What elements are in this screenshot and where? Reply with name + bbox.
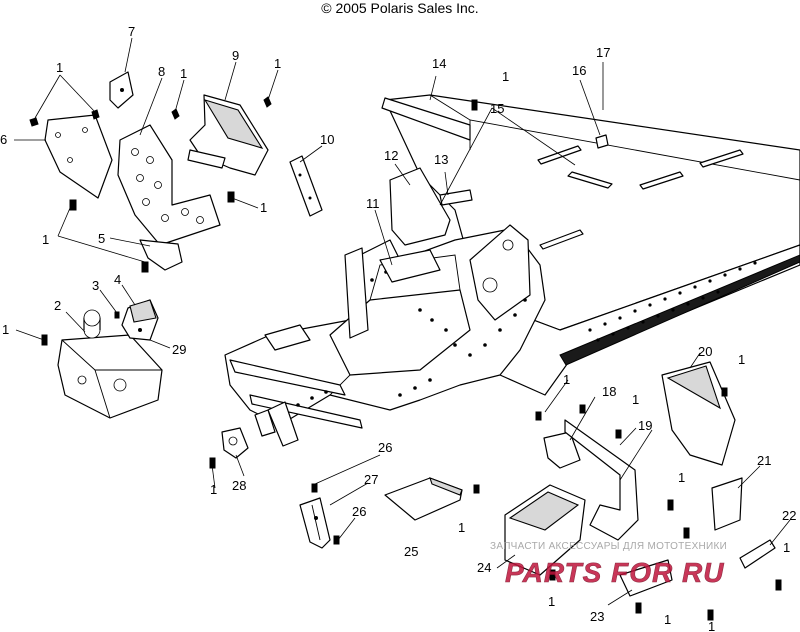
part-27-bracket [299, 497, 331, 549]
callout-11: 11 [366, 196, 380, 211]
callout-15: 15 [490, 101, 504, 116]
callout-25: 25 [404, 544, 418, 559]
part-8-bracket [117, 124, 221, 246]
callout-17: 17 [596, 45, 610, 60]
part-20-guard [661, 361, 736, 466]
part-7-clip [109, 71, 134, 109]
callout-1: 1 [180, 66, 187, 81]
watermark-logo: PARTS FOR RU [505, 557, 724, 588]
part-2-housing [57, 309, 163, 419]
part-9-bracket [187, 94, 269, 176]
part-16-pad [595, 134, 609, 149]
callout-20: 20 [698, 344, 712, 359]
callout-2: 2 [54, 298, 61, 313]
part-14-rail [381, 97, 471, 141]
callout-26: 26 [352, 504, 366, 519]
callout-26: 26 [378, 440, 392, 455]
callout-10: 10 [320, 132, 334, 147]
callout-1: 1 [563, 372, 570, 387]
callout-1: 1 [678, 470, 685, 485]
part-23-bracket [619, 559, 673, 597]
callout-6: 6 [0, 132, 7, 147]
callout-23: 23 [590, 609, 604, 624]
callout-1: 1 [632, 392, 639, 407]
callout-1: 1 [548, 594, 555, 609]
callout-1: 1 [458, 520, 465, 535]
callout-13: 13 [434, 152, 448, 167]
callout-3: 3 [92, 278, 99, 293]
callout-1: 1 [56, 60, 63, 75]
part-28-clip [221, 427, 249, 459]
callout-21: 21 [757, 453, 771, 468]
callout-4: 4 [114, 272, 121, 287]
callout-18: 18 [602, 384, 616, 399]
callout-22: 22 [782, 508, 796, 523]
callout-1: 1 [210, 482, 217, 497]
callout-1: 1 [274, 56, 281, 71]
callout-1: 1 [260, 200, 267, 215]
callout-1: 1 [738, 352, 745, 367]
part-5-bracket [139, 239, 183, 271]
callout-1: 1 [502, 69, 509, 84]
callout-29: 29 [172, 342, 186, 357]
callout-28: 28 [232, 478, 246, 493]
callout-7: 7 [128, 24, 135, 39]
fasteners [29, 96, 782, 621]
callout-12: 12 [384, 148, 398, 163]
callout-labels: 1 6 7 8 1 9 1 10 1 1 5 3 4 2 1 29 14 1 1… [0, 24, 796, 632]
watermark: ЗАПЧАСТИ АКСЕССУАРЫ ДЛЯ МОТОТЕХНИКИ PART… [490, 541, 727, 588]
callout-14: 14 [432, 56, 446, 71]
chassis-frame [224, 94, 800, 447]
callout-1: 1 [783, 540, 790, 555]
callout-8: 8 [158, 64, 165, 79]
callout-16: 16 [572, 63, 586, 78]
part-22-strap [739, 539, 776, 569]
callout-5: 5 [98, 231, 105, 246]
part-21-plate [711, 477, 743, 531]
callout-1: 1 [708, 619, 715, 632]
callout-9: 9 [232, 48, 239, 63]
callout-27: 27 [364, 472, 378, 487]
copyright-text: © 2005 Polaris Sales Inc. [321, 0, 479, 16]
part-25-plate [384, 477, 463, 521]
part-19-bracket [564, 419, 639, 541]
watermark-tagline: ЗАПЧАСТИ АКСЕССУАРЫ ДЛЯ МОТОТЕХНИКИ [490, 541, 727, 552]
callout-19: 19 [638, 418, 652, 433]
leader-lines [14, 37, 791, 606]
part-10-strip [289, 155, 323, 217]
part-24-bracket [504, 484, 586, 576]
callout-1: 1 [42, 232, 49, 247]
callout-1: 1 [664, 612, 671, 627]
part-4-bracket [121, 299, 159, 341]
callout-24: 24 [477, 560, 491, 575]
callout-1: 1 [2, 322, 9, 337]
part-6-bracket [44, 114, 113, 199]
